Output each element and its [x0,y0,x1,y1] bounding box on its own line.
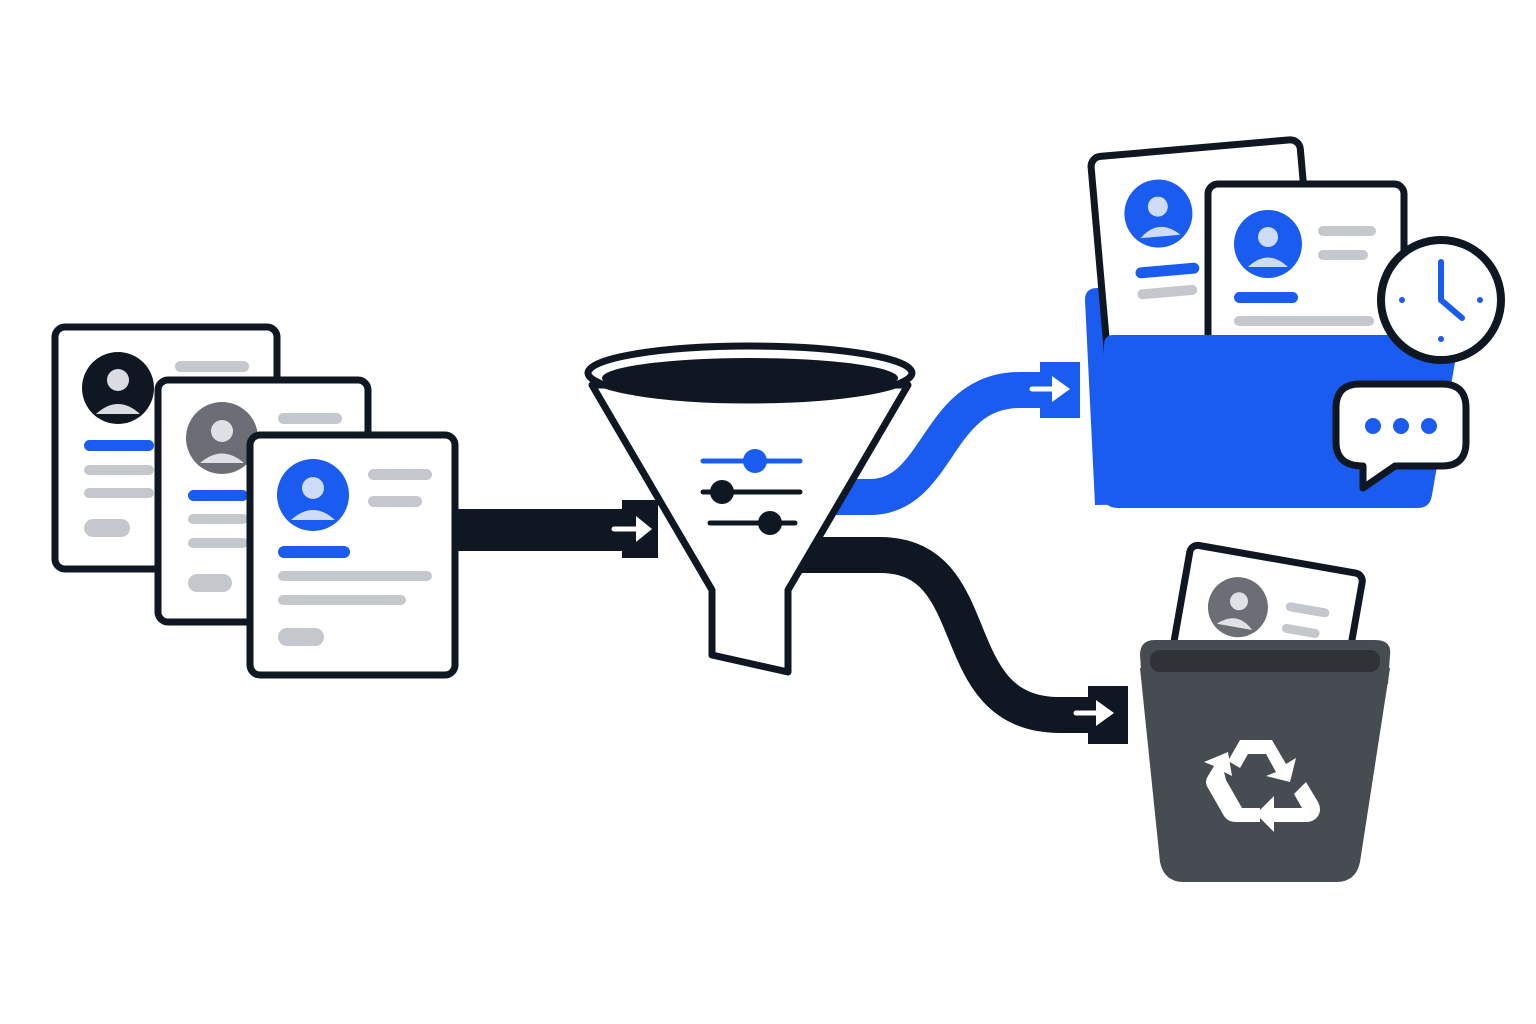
resume-stack [51,323,459,679]
filter-sliders [700,449,803,535]
rejected-bin-group [1140,541,1391,882]
trash-bin-icon [1140,640,1391,882]
resume-document-icon [1204,180,1408,388]
arrow-right-icon [1073,700,1114,726]
flow-filter-to-bin [800,537,1128,744]
speech-bubble-ellipsis-icon [1332,380,1470,492]
funnel-with-sliders-icon [584,342,916,676]
resume-document-icon [246,431,459,679]
recycle-icon [1204,740,1320,832]
clock-icon [1377,236,1505,364]
arrow-right-icon [1029,376,1070,402]
arrow-right-icon [611,500,658,558]
accepted-folder-group [1085,136,1505,508]
